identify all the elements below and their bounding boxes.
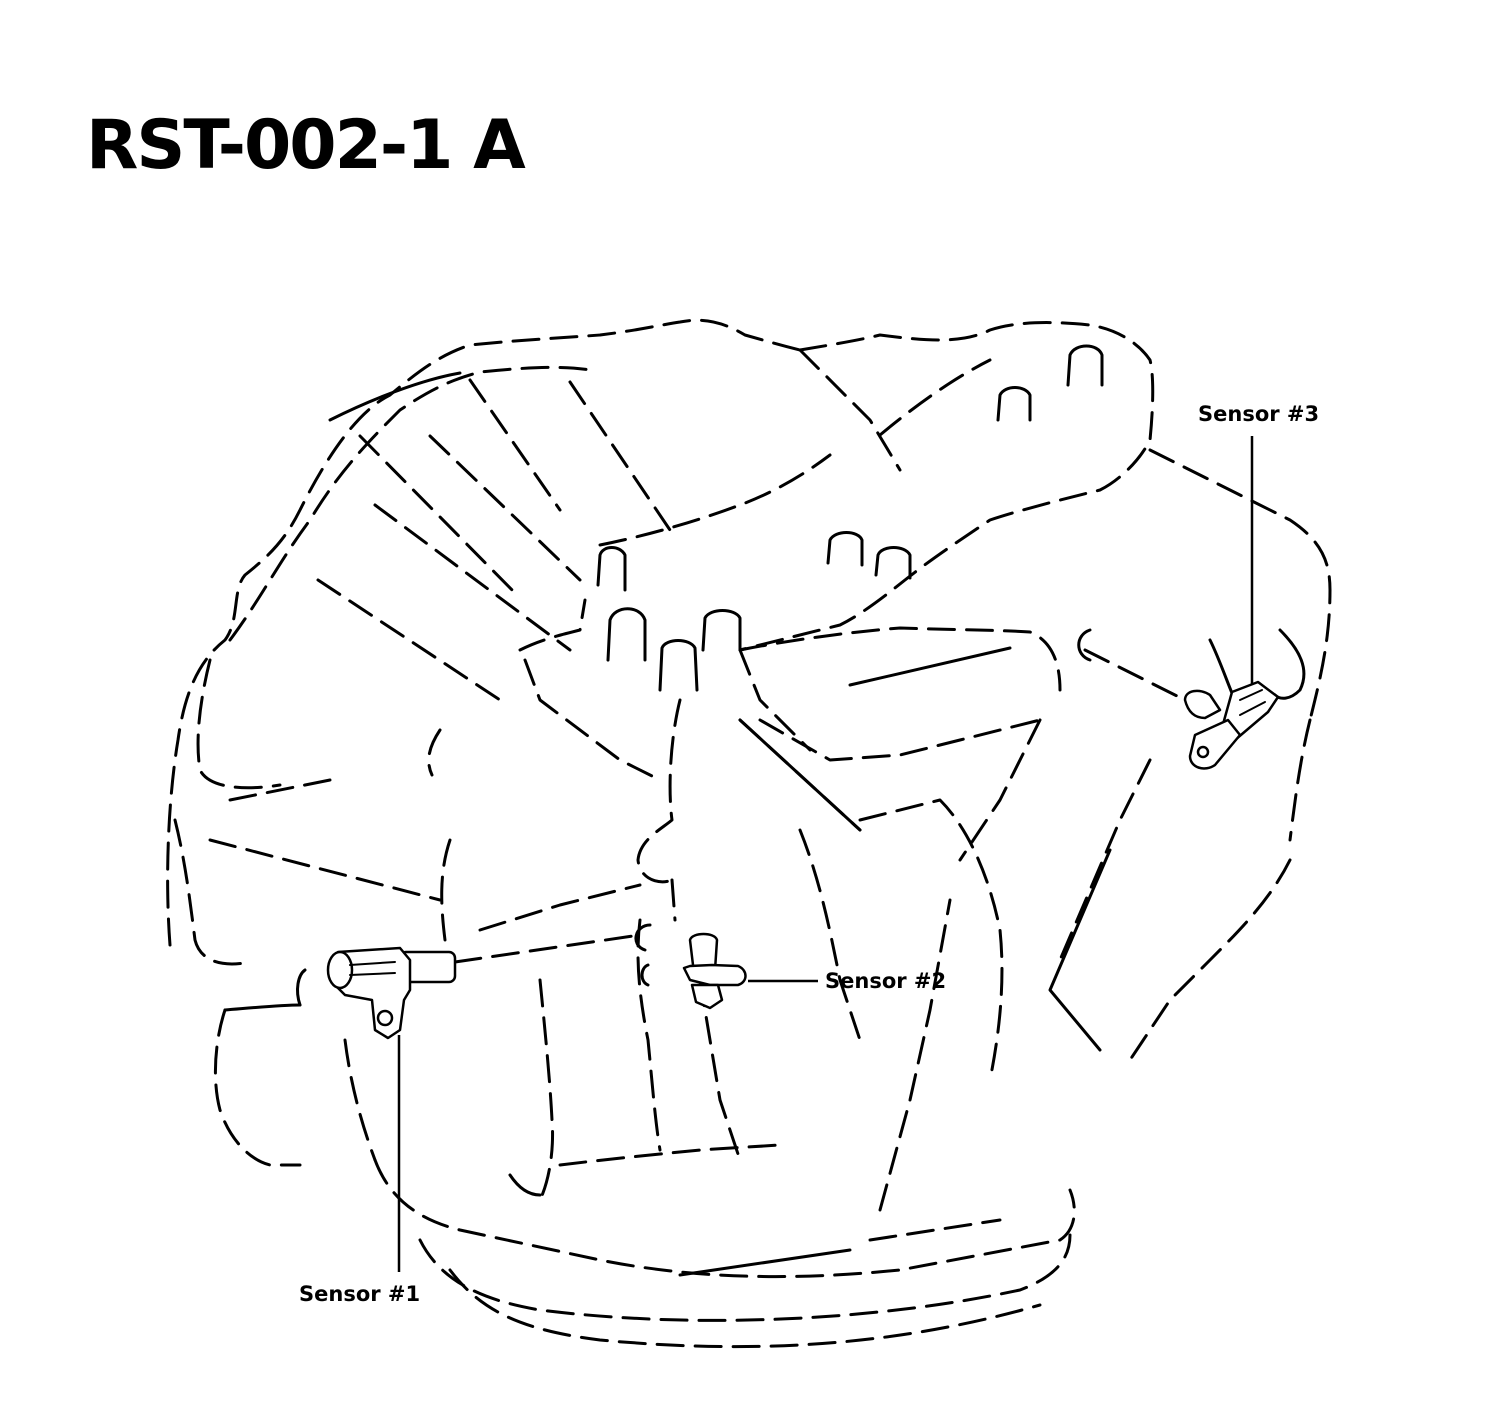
sensor-3-part xyxy=(1183,680,1280,770)
sensor-1-label: Sensor #1 xyxy=(299,1282,421,1306)
upper-case-outline xyxy=(598,321,1332,842)
housing-ribs xyxy=(208,378,672,902)
bell-housing-outline xyxy=(166,318,802,966)
sensor-1-part xyxy=(326,933,642,1040)
case-bosses xyxy=(596,344,1104,692)
sensor-2-part xyxy=(682,932,747,1010)
mid-case-details xyxy=(518,598,1306,782)
diagram-title: RST-002-1 A xyxy=(86,106,526,185)
sensor-mount-holes xyxy=(634,923,652,987)
central-case xyxy=(478,698,1292,1212)
sensor-3-label: Sensor #3 xyxy=(1198,402,1320,426)
oil-pan xyxy=(373,1143,1076,1349)
sensor-2-label: Sensor #2 xyxy=(825,969,947,993)
lower-left-housing xyxy=(213,728,452,1167)
